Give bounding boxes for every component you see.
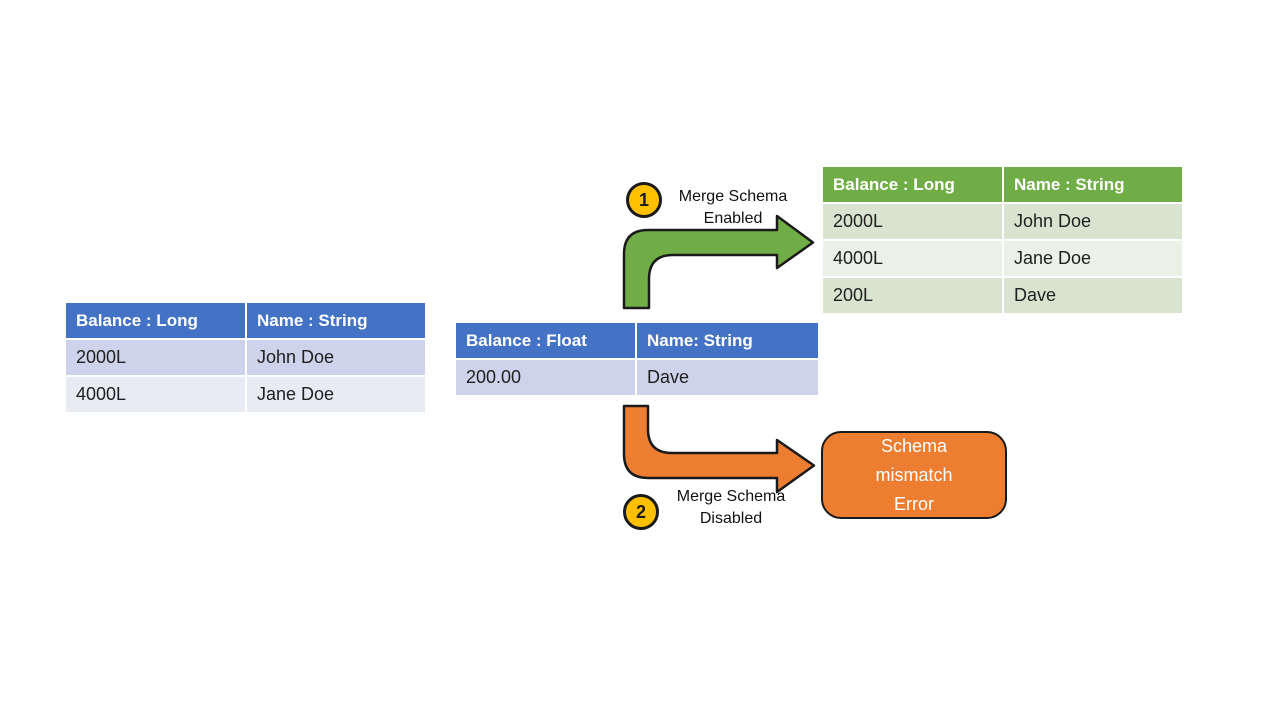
label-line: Merge Schema [678, 188, 788, 205]
cell-balance: 2000L [64, 338, 247, 377]
cell-name: Jane Doe [1002, 239, 1184, 278]
table-header-row: Balance : Long Name : String [821, 165, 1184, 204]
column-header: Balance : Float [454, 321, 637, 360]
cell-name: Dave [1002, 276, 1184, 315]
label-line: Enabled [703, 210, 763, 227]
table-row: 200.00 Dave [454, 358, 820, 397]
table-row: 2000L John Doe [64, 338, 427, 377]
table-row: 200L Dave [821, 276, 1184, 315]
column-header: Balance : Long [64, 301, 247, 340]
merge-enabled-arrow [622, 214, 815, 310]
cell-balance: 200.00 [454, 358, 637, 397]
merge-disabled-label: Merge Schema Disabled [647, 486, 815, 530]
column-header: Name: String [635, 321, 820, 360]
cell-balance: 2000L [821, 202, 1004, 241]
cell-name: John Doe [1002, 202, 1184, 241]
schema-mismatch-error-box: Schema mismatch Error [821, 431, 1007, 519]
table-incoming-float: Balance : Float Name: String 200.00 Dave [454, 321, 820, 397]
cell-balance: 4000L [821, 239, 1004, 278]
merge-enabled-label: Merge Schema Enabled [649, 186, 817, 230]
column-header: Name : String [1002, 165, 1184, 204]
error-line: Schema [880, 435, 948, 456]
step-2-badge: 2 [623, 494, 659, 530]
table-source-long: Balance : Long Name : String 2000L John … [64, 301, 427, 414]
cell-name: John Doe [245, 338, 427, 377]
cell-name: Jane Doe [245, 375, 427, 414]
table-row: 4000L Jane Doe [821, 239, 1184, 278]
table-merged-result: Balance : Long Name : String 2000L John … [821, 165, 1184, 315]
table-header-row: Balance : Long Name : String [64, 301, 427, 340]
merge-disabled-arrow [622, 404, 816, 494]
error-line: Error [894, 493, 934, 514]
cell-balance: 4000L [64, 375, 247, 414]
label-line: Disabled [699, 510, 763, 527]
table-row: 4000L Jane Doe [64, 375, 427, 414]
column-header: Balance : Long [821, 165, 1004, 204]
step-1-badge: 1 [626, 182, 662, 218]
table-header-row: Balance : Float Name: String [454, 321, 820, 360]
column-header: Name : String [245, 301, 427, 340]
label-line: Merge Schema [676, 488, 786, 505]
error-line: mismatch [875, 464, 953, 485]
cell-name: Dave [635, 358, 820, 397]
cell-balance: 200L [821, 276, 1004, 315]
table-row: 2000L John Doe [821, 202, 1184, 241]
